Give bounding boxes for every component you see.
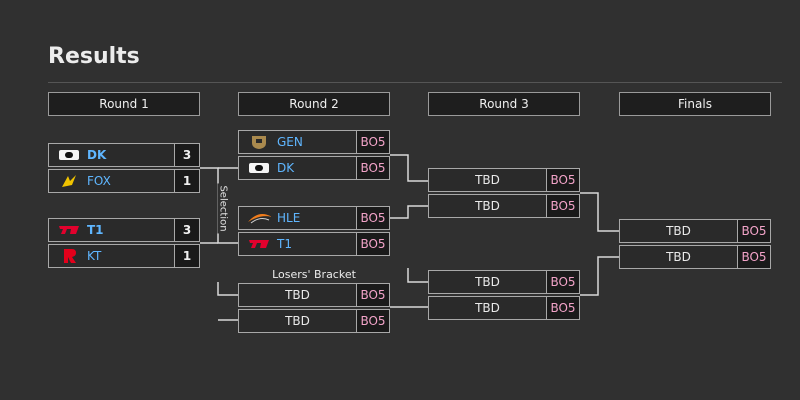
round1-match-2[interactable]: T1 3 KT 1 <box>48 218 200 268</box>
team-name: KT <box>87 249 102 263</box>
team-slot[interactable]: TBD BO5 <box>238 309 390 333</box>
team-name: T1 <box>277 237 292 251</box>
match-format: BO5 <box>356 131 389 153</box>
finals-header: Finals <box>619 92 771 116</box>
team-slot[interactable]: TBD BO5 <box>428 270 580 294</box>
team-name: TBD <box>475 173 500 187</box>
round2-losers-match[interactable]: TBD BO5 TBD BO5 <box>238 283 390 333</box>
team-name: TBD <box>285 288 310 302</box>
team-name: TBD <box>475 275 500 289</box>
dk-logo-icon <box>247 160 271 176</box>
team-slot[interactable]: GEN BO5 <box>238 130 390 154</box>
team-name: GEN <box>277 135 303 149</box>
page-title: Results <box>48 44 140 69</box>
team-slot[interactable]: TBD BO5 <box>238 283 390 307</box>
title-divider <box>48 82 782 83</box>
team-name: TBD <box>666 250 691 264</box>
hle-logo-icon <box>247 210 271 226</box>
match-format: BO5 <box>356 207 389 229</box>
round1-match-1[interactable]: DK 3 FOX 1 <box>48 143 200 193</box>
team-name: TBD <box>666 224 691 238</box>
match-format: BO5 <box>356 310 389 332</box>
team-slot[interactable]: T1 BO5 <box>238 232 390 256</box>
fox-logo-icon <box>57 173 81 189</box>
t1-logo-icon <box>57 222 81 238</box>
team-name: TBD <box>475 301 500 315</box>
kt-logo-icon <box>57 248 81 264</box>
team-name: DK <box>277 161 295 175</box>
match-format: BO5 <box>737 220 770 242</box>
team-score: 1 <box>174 245 199 267</box>
team-name: FOX <box>87 174 111 188</box>
gen-logo-icon <box>247 134 271 150</box>
team-score: 1 <box>174 170 199 192</box>
round2-match-1[interactable]: GEN BO5 DK BO5 <box>238 130 390 180</box>
team-name: DK <box>87 148 107 162</box>
team-slot[interactable]: KT 1 <box>48 244 200 268</box>
round-3-header: Round 3 <box>428 92 580 116</box>
t1-logo-icon <box>247 236 271 252</box>
selection-label: Selection <box>217 182 229 234</box>
round3-match-1[interactable]: TBD BO5 TBD BO5 <box>428 168 580 218</box>
match-format: BO5 <box>546 169 579 191</box>
team-slot[interactable]: TBD BO5 <box>428 296 580 320</box>
team-slot[interactable]: TBD BO5 <box>619 245 771 269</box>
team-slot[interactable]: DK 3 <box>48 143 200 167</box>
team-slot[interactable]: DK BO5 <box>238 156 390 180</box>
team-slot[interactable]: T1 3 <box>48 218 200 242</box>
match-format: BO5 <box>356 284 389 306</box>
round-2-header: Round 2 <box>238 92 390 116</box>
team-name: TBD <box>285 314 310 328</box>
team-name: TBD <box>475 199 500 213</box>
match-format: BO5 <box>356 157 389 179</box>
team-slot[interactable]: TBD BO5 <box>619 219 771 243</box>
dk-logo-icon <box>57 147 81 163</box>
team-score: 3 <box>174 219 199 241</box>
round2-match-2[interactable]: HLE BO5 T1 BO5 <box>238 206 390 256</box>
finals-match[interactable]: TBD BO5 TBD BO5 <box>619 219 771 269</box>
team-name: T1 <box>87 223 104 237</box>
match-format: BO5 <box>546 195 579 217</box>
losers-bracket-label: Losers' Bracket <box>272 268 356 281</box>
match-format: BO5 <box>356 233 389 255</box>
round-1-header: Round 1 <box>48 92 200 116</box>
team-score: 3 <box>174 144 199 166</box>
team-slot[interactable]: HLE BO5 <box>238 206 390 230</box>
team-slot[interactable]: TBD BO5 <box>428 168 580 192</box>
team-slot[interactable]: FOX 1 <box>48 169 200 193</box>
round3-match-2[interactable]: TBD BO5 TBD BO5 <box>428 270 580 320</box>
match-format: BO5 <box>546 297 579 319</box>
team-name: HLE <box>277 211 301 225</box>
match-format: BO5 <box>546 271 579 293</box>
team-slot[interactable]: TBD BO5 <box>428 194 580 218</box>
match-format: BO5 <box>737 246 770 268</box>
